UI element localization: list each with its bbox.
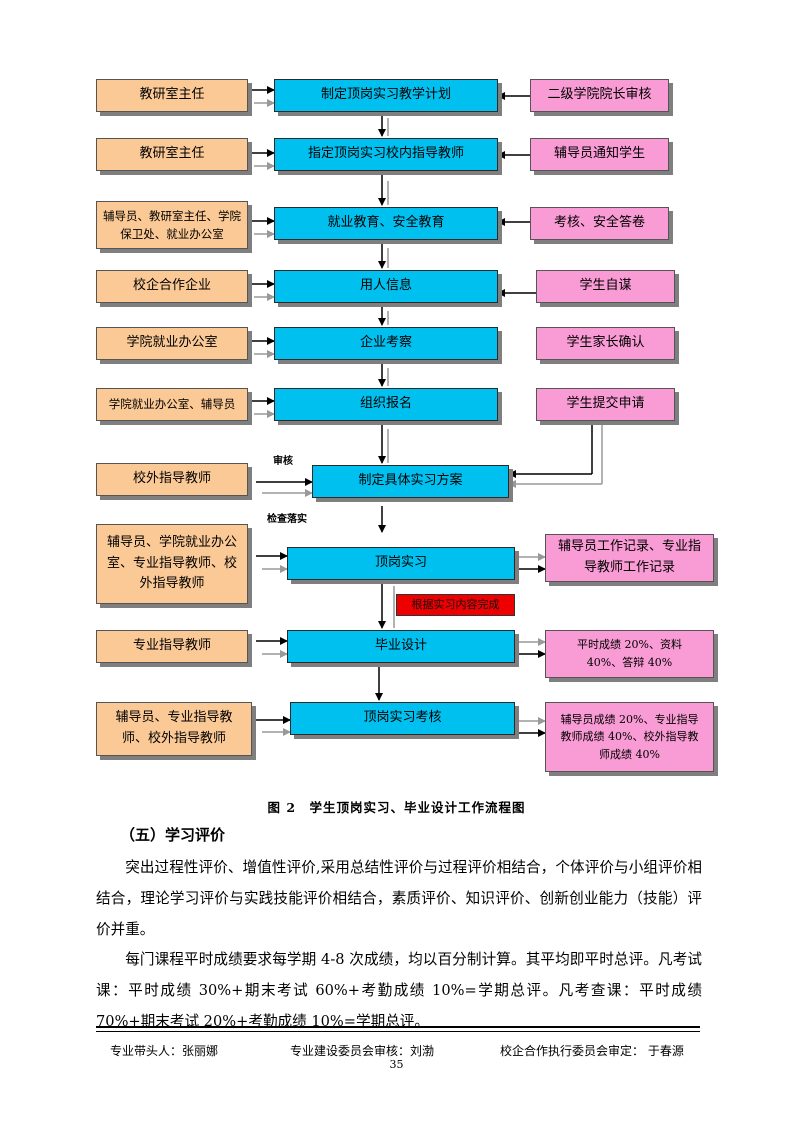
footer-committee: 专业建设委员会审核：刘渤 (290, 1044, 435, 1058)
role-box: 校外指导教师 (96, 463, 248, 496)
role-box: 校企合作企业 (96, 270, 248, 303)
paragraph: 每门课程平时成绩要求每学期 4-8 次成绩，均以百分制计算。其平均即平时总评。凡… (96, 951, 702, 1030)
footer-leader: 专业带头人：张丽娜 (110, 1044, 219, 1058)
process-step: 毕业设计 (287, 630, 515, 663)
side-action-box: 学生自谋 (536, 270, 675, 303)
check-note: 检查落实 (267, 514, 307, 525)
process-step: 制定顶岗实习教学计划 (274, 79, 498, 112)
role-box: 教研室主任 (96, 138, 248, 171)
side-action-box: 学生家长确认 (536, 327, 675, 360)
role-box: 学院就业办公室 (96, 327, 248, 360)
footer-rule-thin (96, 1031, 700, 1032)
role-box: 教研室主任 (96, 79, 248, 112)
process-step: 指定顶岗实习校内指导教师 (274, 138, 498, 171)
side-action-box: 辅导员成绩 20%、专业指导教师成绩 40%、校外指导教师成绩 40% (545, 702, 714, 772)
paragraph: 突出过程性评价、增值性评价,采用总结性评价与过程评价相结合，个体评价与小组评价相… (96, 859, 702, 938)
role-box: 辅导员、专业指导教师、校外指导教师 (96, 702, 252, 756)
process-step: 就业教育、安全教育 (274, 207, 498, 240)
side-action-box: 平时成绩 20%、资料 40%、答辩 40% (545, 630, 714, 678)
role-box: 辅导员、学院就业办公室、专业指导教师、校外指导教师 (96, 524, 248, 604)
footer-enterprise: 校企合作执行委员会审定： 于春源 (500, 1044, 684, 1058)
side-action-box: 辅导员通知学生 (530, 138, 669, 171)
process-step: 用人信息 (274, 270, 498, 303)
side-action-box: 二级学院院长审核 (530, 79, 669, 112)
audit-note: 审核 (273, 456, 293, 467)
role-box: 辅导员、教研室主任、学院保卫处、就业办公室 (96, 201, 248, 249)
red-note-box: 根据实习内容完成 (396, 594, 515, 616)
role-box: 专业指导教师 (96, 630, 248, 663)
page-number: 35 (389, 1058, 404, 1071)
side-action-box: 辅导员工作记录、专业指导教师工作记录 (545, 534, 714, 582)
side-action-box: 考核、安全答卷 (530, 207, 669, 240)
role-box: 学院就业办公室、辅导员 (96, 388, 248, 421)
figure-caption: 图 2 学生顶岗实习、毕业设计工作流程图 (267, 800, 526, 815)
section-heading: （五）学习评价 (120, 826, 226, 844)
side-action-box: 学生提交申请 (536, 388, 675, 421)
process-step: 顶岗实习考核 (290, 702, 515, 735)
process-step: 顶岗实习 (287, 547, 515, 580)
process-step: 企业考察 (274, 327, 498, 360)
footer-rule (96, 1026, 700, 1028)
process-step: 组织报名 (274, 388, 498, 421)
flowchart-connectors (248, 86, 603, 737)
process-step: 制定具体实习方案 (312, 465, 509, 498)
